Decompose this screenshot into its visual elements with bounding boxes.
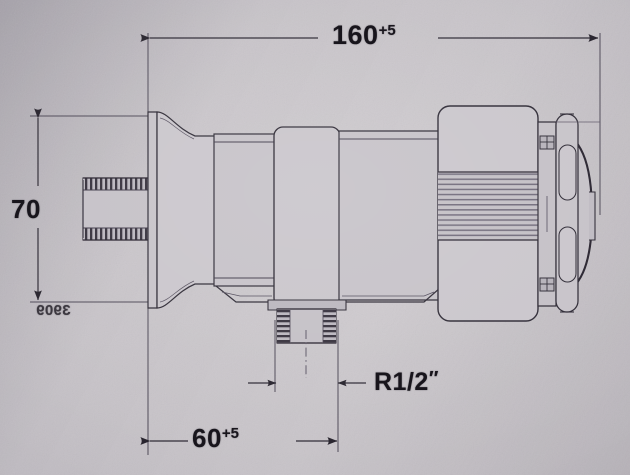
inch-prime-mark: ″	[428, 368, 439, 390]
part-body-collar	[213, 133, 277, 287]
thread-callout-value: R1/2	[374, 368, 429, 396]
part-outlet-thread-stub	[267, 299, 347, 344]
thread-callout-label: R1/2″	[374, 369, 439, 395]
dimension-tolerance-60: +5	[221, 425, 240, 442]
part-inlet-thread-stub	[82, 177, 150, 241]
dimension-label-height: 70	[11, 196, 41, 222]
part-cap-flange	[537, 121, 557, 307]
dimension-label-overall-length: 160+5	[332, 22, 396, 49]
part-knurled-cap	[437, 105, 539, 322]
dimension-value-60: 60	[192, 423, 222, 453]
dimension-value-160: 160	[332, 20, 379, 50]
part-end-cap	[555, 113, 596, 313]
bleed-through-stamp: 3909	[36, 302, 71, 319]
part-wall-flange	[147, 111, 217, 309]
dimension-tolerance-160: +5	[378, 22, 396, 39]
dimension-value-70: 70	[11, 194, 41, 224]
dimension-label-outlet-offset: 60+5	[192, 425, 239, 451]
part-valve-body	[215, 126, 441, 308]
